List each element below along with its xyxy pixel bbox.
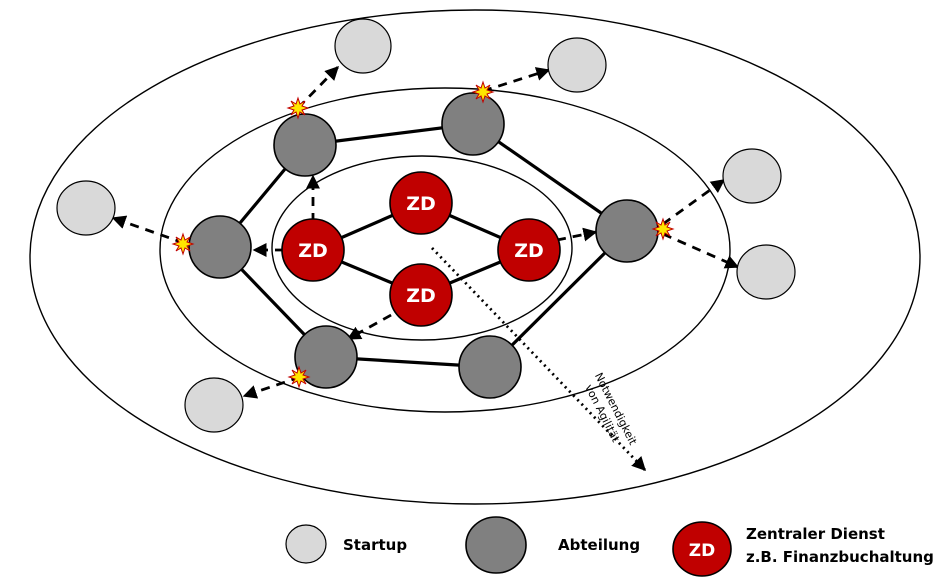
- svg-text:ZD: ZD: [406, 193, 436, 215]
- middle-ring: [159, 87, 731, 413]
- startup-node: [736, 244, 796, 300]
- department-node: [458, 335, 522, 399]
- startup-node: [334, 18, 392, 74]
- svg-text:ZD: ZD: [406, 285, 436, 307]
- zd-node: [497, 218, 561, 282]
- departments: [188, 92, 659, 399]
- legend-startup-label: Startup: [343, 536, 407, 554]
- legend-startup-swatch: [285, 524, 327, 564]
- svg-text:ZD: ZD: [514, 240, 544, 262]
- svg-text:ZD: ZD: [298, 240, 328, 262]
- department-node: [188, 215, 252, 279]
- startup-node: [547, 37, 607, 93]
- legend-abteilung-label: Abteilung: [558, 536, 640, 554]
- legend-zd-swatch: [672, 521, 732, 577]
- svg-text:ZD: ZD: [689, 541, 715, 561]
- zd-node: [389, 171, 453, 235]
- burst-icon: [171, 232, 195, 256]
- zd-node: [281, 218, 345, 282]
- legend: Startup Abteilung ZD Zentraler Dienst z.…: [285, 516, 934, 577]
- outer-ring: [29, 9, 921, 505]
- agility-axis-label: Notwendigkeit von Agilität: [582, 371, 640, 448]
- startup-node: [722, 148, 782, 204]
- department-node: [273, 113, 337, 177]
- legend-zd-label-line2: z.B. Finanzbuchaltung: [746, 548, 934, 566]
- burst-icons: [171, 80, 675, 389]
- legend-abteilung-swatch: [465, 516, 527, 574]
- department-node: [595, 199, 659, 263]
- startup-node: [56, 180, 116, 236]
- legend-zd-label-line1: Zentraler Dienst: [746, 525, 885, 543]
- startups: [56, 18, 796, 433]
- burst-icon: [286, 96, 310, 120]
- burst-icon: [287, 365, 311, 389]
- department-node: [294, 325, 358, 389]
- inner-ring: [271, 155, 573, 341]
- startup-node: [184, 377, 244, 433]
- zd-node: [389, 263, 453, 327]
- central-services: ZD ZD ZD ZD: [281, 171, 561, 327]
- department-node: [441, 92, 505, 156]
- department-to-startup-arrows: [111, 65, 740, 399]
- burst-icon: [651, 217, 675, 241]
- burst-icon: [471, 80, 495, 104]
